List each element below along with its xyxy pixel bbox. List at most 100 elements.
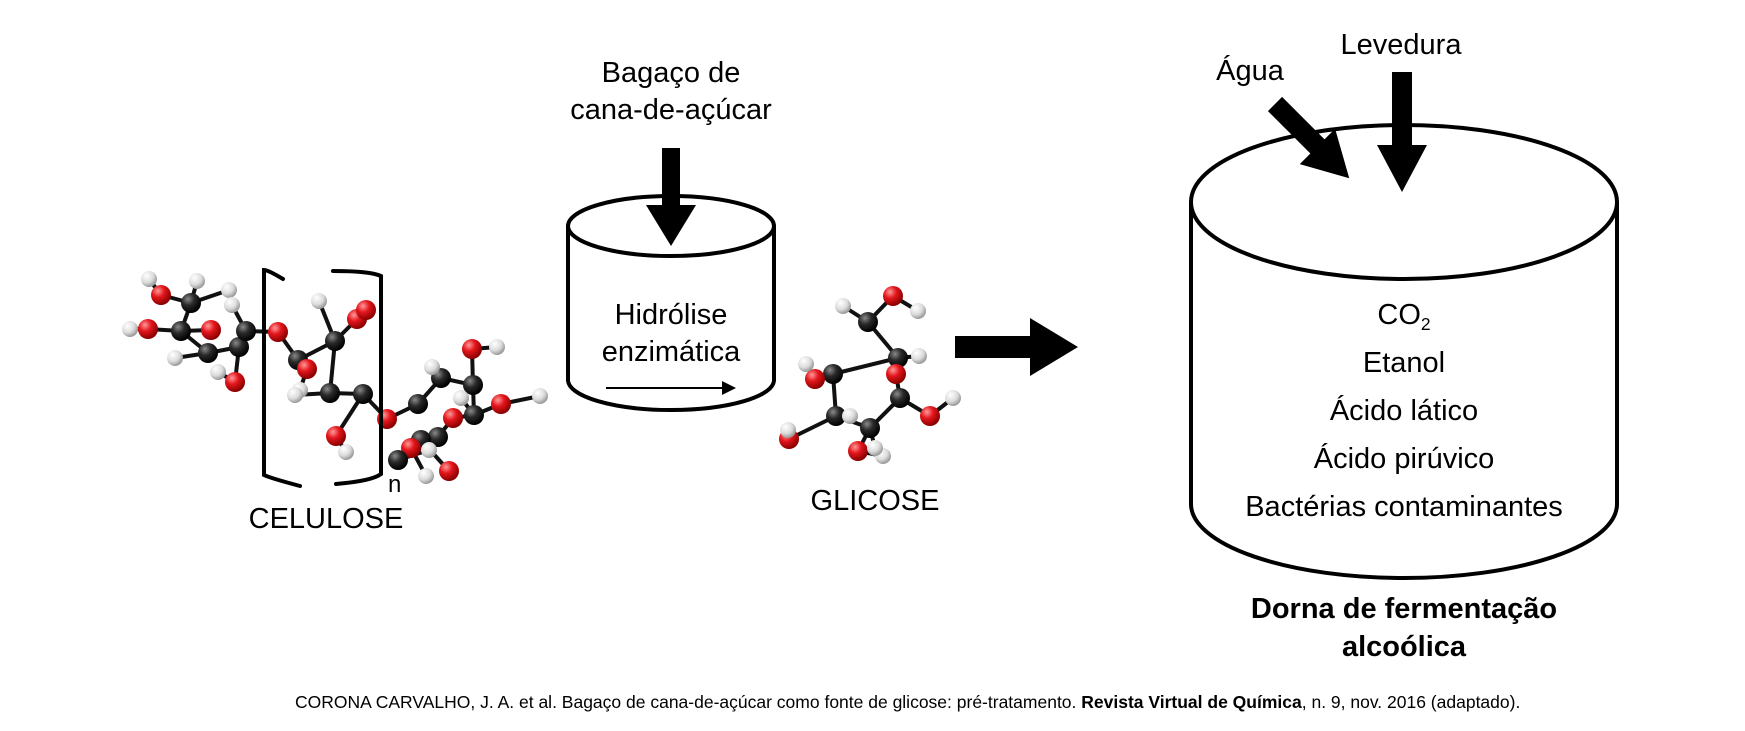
oxygen-atom (151, 285, 171, 305)
hydrogen-atom (287, 387, 303, 403)
hydrogen-atom (453, 390, 469, 406)
oxygen-atom (268, 322, 288, 342)
hydrogen-atom (489, 339, 505, 355)
oxygen-atom (138, 319, 158, 339)
oxygen-atom (401, 438, 421, 458)
carbon-atom (408, 394, 428, 414)
oxygen-atom (201, 320, 221, 340)
citation-text: CORONA CARVALHO, J. A. et al. Bagaço de … (295, 692, 1082, 712)
carbon-atom (320, 383, 340, 403)
carbon-atom (858, 312, 878, 332)
hydrogen-atom (189, 273, 205, 289)
hydrogen-atom (141, 271, 157, 287)
oxygen-atom (491, 394, 511, 414)
hydrogen-atom (835, 298, 851, 314)
fermentation-caption-line1: Dorna de fermentação (1250, 593, 1558, 625)
hydrogen-atom (418, 468, 434, 484)
carbon-atom (428, 427, 448, 447)
carbon-atom (236, 321, 256, 341)
glucose-molecule-model (779, 286, 961, 464)
oxygen-atom (883, 286, 903, 306)
repeat-unit-brackets (262, 267, 383, 488)
hydrogen-atom (210, 364, 226, 380)
carbon-atom (325, 331, 345, 351)
hydrogen-atom (798, 356, 814, 372)
oxygen-atom (462, 339, 482, 359)
right-bracket (331, 269, 383, 486)
hydrogen-atom (224, 297, 240, 313)
hydrogen-atom (910, 303, 926, 319)
tank-content-item: Etanol (1204, 346, 1604, 381)
oxygen-atom (225, 372, 245, 392)
carbon-atom (823, 364, 843, 384)
yeast-arrow (1377, 72, 1427, 192)
carbon-atom (171, 321, 191, 341)
reaction-arrow (606, 381, 736, 395)
tank-content-subscript: 2 (1420, 314, 1431, 335)
bond (832, 356, 899, 376)
tank-content-item: Ácido pirúvico (1204, 442, 1604, 477)
oxygen-atom (886, 364, 906, 384)
hydrolysis-tank-body (566, 226, 776, 412)
tank-content-text: Etanol (1362, 347, 1446, 379)
carbon-atom (229, 337, 249, 357)
hydrogen-atom (424, 359, 440, 375)
hydrolysis-label-line2: enzimática (601, 336, 741, 368)
oxygen-atom (297, 359, 317, 379)
hydrogen-atom (421, 442, 437, 458)
tank-content-text: Ácido pirúvico (1313, 443, 1495, 475)
feed-label-line2: cana-de-açúcar (570, 94, 772, 126)
carbon-atom (181, 293, 201, 313)
left-bracket (262, 267, 302, 488)
feed-label-line1: Bagaço de (601, 57, 741, 89)
tank-content-item: Ácido lático (1204, 394, 1604, 429)
hydrolysis-label-line1: Hidrólise (614, 299, 728, 331)
oxygen-atom (326, 426, 346, 446)
source-citation: CORONA CARVALHO, J. A. et al. Bagaço de … (295, 692, 1520, 713)
hydrogen-atom (311, 293, 327, 309)
water-arrow (1267, 96, 1350, 179)
hydrogen-atom (867, 440, 883, 456)
oxygen-atom (805, 369, 825, 389)
oxygen-atom (439, 461, 459, 481)
carbon-atom (353, 384, 373, 404)
carbon-atom (826, 406, 846, 426)
carbon-atom (198, 343, 218, 363)
cellulose-molecule-model (122, 271, 548, 484)
fermentation-caption-line2: alcoólica (1341, 631, 1467, 663)
fermentation-tank-body (1189, 202, 1619, 580)
water-label: Água (1216, 55, 1284, 87)
hydrogen-atom (911, 348, 927, 364)
tank-content-item: CO2 (1204, 298, 1604, 333)
citation-journal: Revista Virtual de Química (1081, 692, 1302, 712)
tank-content-text: CO (1377, 299, 1421, 331)
oxygen-atom (848, 441, 868, 461)
hydrogen-atom (842, 408, 858, 424)
yeast-label: Levedura (1340, 29, 1462, 61)
process-arrow (955, 318, 1078, 376)
hydrogen-atom (532, 388, 548, 404)
tank-content-text: Bactérias contaminantes (1245, 491, 1563, 523)
cellulose-label: CELULOSE (248, 503, 404, 535)
hydrogen-atom (780, 422, 796, 438)
hydrogen-atom (338, 444, 354, 460)
oxygen-atom (356, 300, 376, 320)
tank-content-text: Ácido lático (1329, 395, 1479, 427)
tank-content-item: Bactérias contaminantes (1204, 490, 1604, 525)
oxygen-atom (920, 406, 940, 426)
cellulose-repeat-index: n (388, 471, 402, 498)
carbon-atom (890, 388, 910, 408)
hydrogen-atom (167, 350, 183, 366)
oxygen-atom (443, 408, 463, 428)
carbon-atom (888, 348, 908, 368)
hydrogen-atom (945, 390, 961, 406)
glucose-label: GLICOSE (810, 485, 940, 517)
feed-arrow (646, 148, 696, 246)
carbon-atom (860, 418, 880, 438)
carbon-atom (388, 450, 408, 470)
hydrogen-atom (221, 282, 237, 298)
carbon-atom (464, 405, 484, 425)
citation-details: , n. 9, nov. 2016 (adaptado). (1301, 692, 1521, 712)
hydrogen-atom (122, 321, 138, 337)
